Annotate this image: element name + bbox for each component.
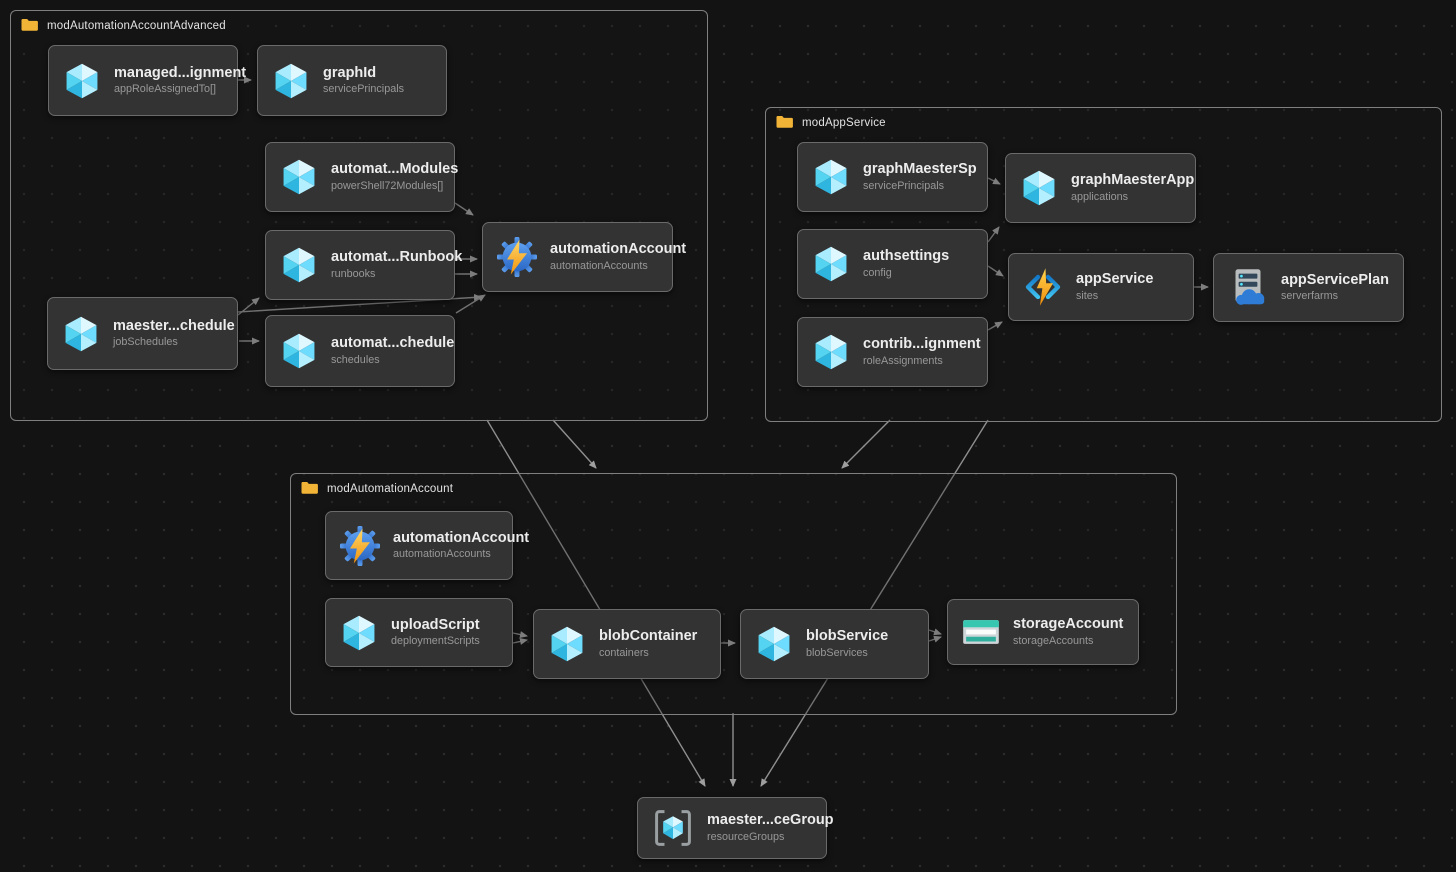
cube-icon — [812, 158, 850, 196]
node-title: automat...Runbook — [331, 249, 463, 266]
node-subtitle: automationAccounts — [393, 548, 491, 560]
node-title: graphMaesterApp — [1071, 172, 1195, 189]
node-title: automat...Modules — [331, 161, 459, 178]
cube-icon — [63, 62, 101, 100]
node-title: authsettings — [863, 248, 950, 265]
node-uploadScript[interactable]: uploadScript deploymentScripts — [325, 598, 513, 667]
resource-group-icon — [652, 807, 694, 849]
edge-modAutomationAccountAdvanced-to-modAutomationAccount — [552, 419, 597, 469]
node-subtitle: jobSchedules — [113, 336, 178, 348]
node-title: automationAccount — [550, 241, 687, 258]
node-subtitle: containers — [599, 646, 649, 659]
cube-icon — [1020, 169, 1058, 207]
cube-icon — [755, 625, 793, 663]
node-maesterSchedule[interactable]: maester...chedule jobSchedules — [47, 297, 238, 370]
cube-icon — [280, 332, 318, 370]
node-title: maester...ceGroup — [707, 812, 834, 829]
edge-modAppService-to-modAutomationAccount — [841, 419, 891, 469]
node-appServicePlan[interactable]: appServicePlan serverfarms — [1213, 253, 1404, 322]
node-title: blobService — [806, 628, 889, 645]
node-automationAccountBasic[interactable]: automationAccount automationAccounts — [325, 511, 530, 580]
node-title: maester...chedule — [113, 317, 235, 334]
node-subtitle: deploymentScripts — [391, 635, 480, 647]
group-title: modAutomationAccountAdvanced — [47, 20, 226, 32]
group-label: modAutomationAccountAdvanced — [21, 18, 226, 34]
server-farm-icon — [1228, 268, 1268, 308]
node-title: automationAccount — [393, 529, 530, 546]
node-subtitle: storageAccounts — [1013, 634, 1094, 647]
node-subtitle: roleAssignments — [863, 354, 943, 367]
automation-icon — [340, 525, 380, 566]
node-title: automat...chedule — [331, 335, 455, 352]
node-title: managed...ignment — [114, 64, 247, 81]
storage-icon — [962, 613, 1000, 651]
folder-icon — [21, 18, 38, 34]
app-service-icon — [1023, 267, 1063, 307]
cube-icon — [62, 315, 100, 353]
group-title: modAppService — [802, 117, 886, 129]
group-label: modAutomationAccount — [301, 481, 453, 497]
node-subtitle: serverfarms — [1281, 290, 1338, 302]
node-title: contrib...ignment — [863, 336, 981, 353]
group-modAutomationAccount: modAutomationAccount — [290, 473, 1177, 715]
node-subtitle: config — [863, 266, 892, 279]
node-managedAssignment[interactable]: managed...ignment appRoleAssignedTo[] — [48, 45, 247, 116]
folder-icon — [301, 481, 318, 497]
node-subtitle: servicePrincipals — [863, 179, 945, 192]
automation-icon — [497, 237, 537, 277]
node-title: graphId — [323, 64, 377, 81]
node-title: appServicePlan — [1281, 271, 1389, 288]
cube-icon — [280, 246, 318, 284]
folder-icon — [776, 115, 793, 131]
node-subtitle: servicePrincipals — [323, 83, 405, 95]
cube-icon — [812, 333, 850, 371]
cube-icon — [272, 62, 310, 100]
group-label: modAppService — [776, 115, 886, 131]
node-subtitle: resourceGroups — [707, 830, 785, 843]
node-title: graphMaesterSp — [863, 161, 977, 178]
node-title: appService — [1076, 271, 1154, 288]
node-subtitle: schedules — [331, 353, 380, 366]
node-title: blobContainer — [599, 628, 698, 645]
node-graphId[interactable]: graphId servicePrincipals — [257, 45, 447, 116]
cube-icon — [280, 158, 318, 196]
cube-icon — [340, 614, 378, 652]
cube-icon — [548, 625, 586, 663]
node-subtitle: automationAccounts — [550, 259, 648, 272]
node-title: uploadScript — [391, 616, 480, 633]
node-subtitle: blobServices — [806, 646, 868, 659]
node-subtitle: applications — [1071, 190, 1129, 203]
node-subtitle: appRoleAssignedTo[] — [114, 83, 217, 95]
group-title: modAutomationAccount — [327, 483, 454, 495]
node-subtitle: runbooks — [331, 267, 376, 280]
node-subtitle: sites — [1076, 289, 1099, 302]
cube-icon — [812, 245, 850, 283]
node-subtitle: powerShell72Modules[] — [331, 179, 444, 192]
node-title: storageAccount — [1013, 616, 1124, 633]
